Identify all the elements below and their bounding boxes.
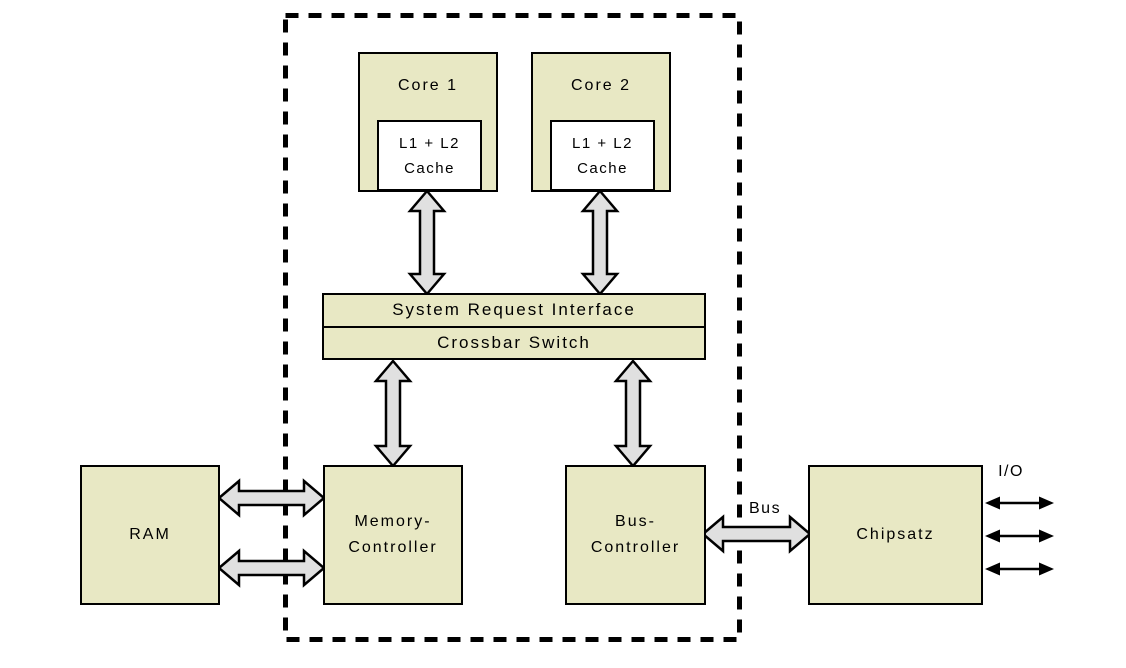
core2-label: Core 2 — [570, 77, 632, 94]
node-core2-cache: L1 + L2 Cache — [550, 120, 655, 191]
node-interface-bars: System Request Interface Crossbar Switch — [322, 293, 706, 360]
arrow-crossbar-memory-controller-bidirectional-icon — [373, 359, 413, 468]
io-arrow-1-bidirectional-icon — [985, 496, 1054, 510]
bus-controller-line1: Bus- — [615, 513, 656, 530]
core1-label: Core 1 — [397, 77, 459, 94]
node-memory-controller: Memory- Controller — [323, 465, 463, 605]
node-chipsatz: Chipsatz — [808, 465, 983, 605]
cpu-boundary-dashed-border — [283, 13, 742, 642]
node-system-request-interface: System Request Interface — [324, 295, 704, 328]
node-core1-cache: L1 + L2 Cache — [377, 120, 482, 191]
io-arrow-3-bidirectional-icon — [985, 562, 1054, 576]
node-crossbar-switch: Crossbar Switch — [437, 332, 591, 352]
core1-cache-line1: L1 + L2 — [399, 134, 460, 152]
bus-controller-line2: Controller — [590, 539, 681, 556]
io-arrow-2-bidirectional-icon — [985, 529, 1054, 543]
arrow-ram-memory-controller-bottom-bidirectional-icon — [217, 548, 326, 588]
node-bus-controller: Bus- Controller — [565, 465, 706, 605]
core2-cache-line2: Cache — [577, 159, 628, 177]
arrow-bus-bidirectional-icon — [701, 514, 812, 554]
core1-cache-line2: Cache — [404, 159, 455, 177]
io-arrows-group — [985, 496, 1054, 576]
core2-cache-line1: L1 + L2 — [572, 134, 633, 152]
bus-edge-label: Bus — [749, 500, 782, 517]
node-core1: Core 1 L1 + L2 Cache — [358, 52, 498, 192]
memory-controller-line1: Memory- — [354, 513, 432, 530]
arrow-core2-sri-bidirectional-icon — [580, 189, 620, 296]
arrow-crossbar-bus-controller-bidirectional-icon — [613, 359, 653, 468]
node-core2: Core 2 L1 + L2 Cache — [531, 52, 671, 192]
node-ram: RAM — [80, 465, 220, 605]
arrow-ram-memory-controller-top-bidirectional-icon — [217, 478, 326, 518]
io-edge-label: I/O — [998, 463, 1024, 480]
arrow-core1-sri-bidirectional-icon — [407, 189, 447, 296]
memory-controller-line2: Controller — [348, 539, 438, 556]
